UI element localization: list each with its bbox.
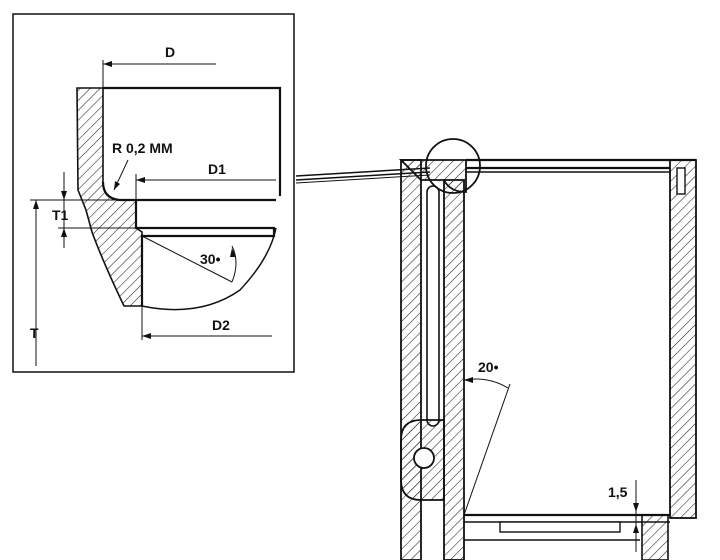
radius-callout: R 0,2 MM — [112, 140, 173, 191]
angle-20: 20• — [463, 359, 511, 516]
dimension-d1: D1 — [135, 161, 276, 200]
label-angle-20: 20• — [478, 359, 499, 375]
detail-frame — [12, 13, 295, 373]
lower-rib — [499, 521, 621, 533]
detail-break-line — [141, 227, 277, 311]
bolt-hole — [413, 447, 435, 469]
detail-view: D R 0,2 MM D1 T1 T — [12, 13, 295, 373]
label-angle-30: 30• — [200, 251, 221, 267]
label-radius: R 0,2 MM — [112, 140, 173, 156]
dimension-t: T — [30, 199, 58, 366]
right-wall-notch — [676, 167, 686, 195]
dimension-1-5: 1,5 — [608, 480, 639, 552]
top-deck-left — [398, 159, 467, 193]
label-t1: T1 — [52, 207, 69, 223]
angle-30: 30• — [141, 235, 237, 283]
left-inner-wall — [443, 179, 465, 560]
right-wall — [669, 159, 697, 519]
coolant-passage — [426, 185, 440, 427]
label-gap: 1,5 — [608, 484, 628, 500]
right-lower-wall — [641, 514, 669, 560]
dimension-t1: T1 — [52, 172, 136, 248]
label-d: D — [165, 44, 175, 60]
label-d1: D1 — [208, 161, 226, 177]
main-section-view: 20• 1,5 — [398, 138, 697, 560]
label-t: T — [30, 325, 39, 341]
dimension-d2: D2 — [141, 306, 272, 340]
detail-marker-circle — [425, 138, 481, 194]
label-d2: D2 — [212, 317, 230, 333]
dimension-d: D — [102, 44, 216, 88]
